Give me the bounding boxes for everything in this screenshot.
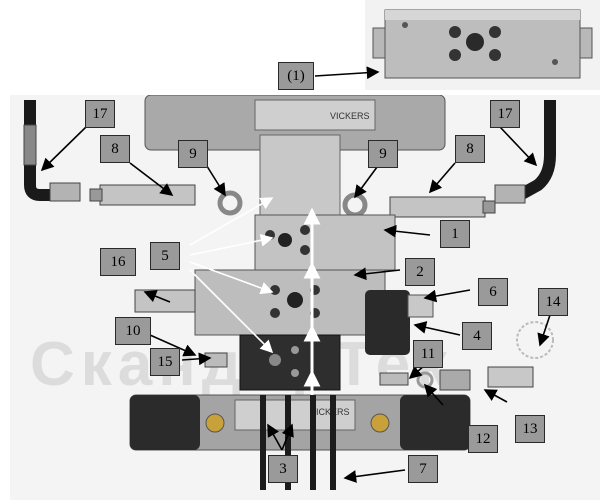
label-part-12: 12 bbox=[468, 425, 498, 453]
label-part-16: 16 bbox=[100, 248, 136, 276]
svg-text:VICKERS: VICKERS bbox=[310, 407, 350, 417]
label-part-3: 3 bbox=[268, 455, 298, 483]
label-part-5: 5 bbox=[150, 242, 180, 270]
label-part-8-right: 8 bbox=[455, 135, 485, 163]
label-part-17-right: 17 bbox=[490, 100, 520, 128]
label-part-15: 15 bbox=[150, 348, 180, 376]
label-part-10: 10 bbox=[115, 317, 151, 345]
inset-part-1-photo bbox=[365, 0, 600, 90]
label-part-9-left: 9 bbox=[178, 140, 208, 168]
label-part-2: 2 bbox=[405, 258, 435, 286]
label-part-4: 4 bbox=[462, 322, 492, 350]
label-part-7: 7 bbox=[408, 455, 438, 483]
label-part-14: 14 bbox=[538, 288, 568, 316]
label-part-1-inset: (1) bbox=[278, 62, 314, 90]
label-part-17-left: 17 bbox=[85, 100, 115, 128]
valve-assembly-photo: СкандорТек VICKERS bbox=[10, 95, 600, 500]
label-part-9-right: 9 bbox=[368, 140, 398, 168]
label-part-11: 11 bbox=[413, 340, 443, 368]
label-part-6: 6 bbox=[478, 278, 508, 306]
label-part-8-left: 8 bbox=[100, 135, 130, 163]
svg-text:VICKERS: VICKERS bbox=[330, 111, 370, 121]
label-part-1: 1 bbox=[440, 220, 470, 248]
label-part-13: 13 bbox=[515, 415, 545, 443]
